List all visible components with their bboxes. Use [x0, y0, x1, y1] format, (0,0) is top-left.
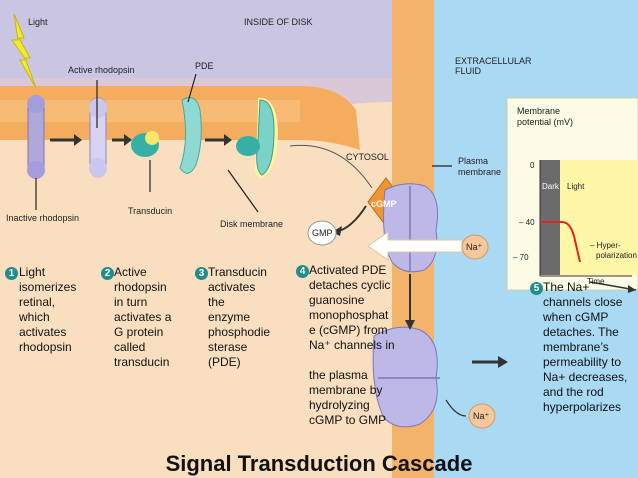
pde-transducin-complex-shape	[236, 97, 278, 179]
cgmp-label: cGMP	[371, 199, 397, 209]
inactive-rhodopsin-label: Inactive rhodopsin	[6, 213, 80, 223]
membrane-potential-curve	[540, 221, 581, 263]
step-1-number: 1	[5, 267, 18, 280]
leader-lines	[35, 73, 452, 213]
step-4-number: 4	[296, 265, 309, 278]
lightning-bolt-icon	[11, 13, 37, 89]
extracellular-label-2: FLUID	[455, 66, 482, 76]
active-rhodopsin-shape	[89, 97, 107, 178]
graph-title-2: potential (mV)	[517, 117, 574, 127]
cytosol-label: CYTOSOL	[346, 152, 389, 162]
transducin-shape	[131, 131, 159, 157]
disk-membrane-label: Disk membrane	[220, 219, 284, 229]
graph-hyper-label-1: – Hyper-	[590, 241, 621, 250]
process-arrows	[50, 134, 232, 146]
pde-to-cgmp-line	[289, 144, 373, 189]
light-label: Light	[28, 17, 48, 27]
extracellular-label-1: EXTRACELLULAR	[455, 56, 532, 66]
pde-label: PDE	[195, 61, 214, 71]
na-plus-label-1: Na⁺	[466, 242, 483, 252]
na-channel-open	[383, 183, 439, 273]
graph-tick-40: – 40	[519, 218, 535, 227]
graph-light-region	[560, 160, 638, 275]
graph-hyper-label-2: polarization	[596, 251, 637, 260]
graph-tick-70: – 70	[513, 253, 529, 262]
na-ion-1	[461, 234, 489, 260]
channel-closing-arrowhead	[405, 320, 415, 330]
na-channel-closed	[372, 326, 440, 428]
step-3-number: 3	[195, 267, 208, 280]
inactive-rhodopsin-shape	[27, 95, 45, 179]
graph-tick-0: 0	[530, 161, 535, 170]
na-plus-label-2: Na⁺	[473, 411, 490, 421]
time-arrowhead	[628, 285, 636, 293]
step-5-number: 5	[530, 282, 543, 295]
active-rhodopsin-label: Active rhodopsin	[68, 65, 135, 75]
disk-interior-region	[0, 0, 392, 78]
plasma-membrane-label-2: membrane	[458, 167, 502, 177]
graph-dark-label: Dark	[542, 182, 559, 191]
graph-time-label: Time	[587, 277, 605, 286]
na-ion-2	[468, 403, 496, 429]
disk-membrane-inner	[0, 100, 300, 122]
graph-title-1: Membrane	[517, 106, 561, 116]
plasma-membrane-label-1: Plasma	[458, 156, 489, 166]
diagram-title: Signal Transduction Cascade	[165, 451, 473, 476]
pde-shape	[179, 97, 202, 174]
step5-arrowhead	[498, 356, 508, 368]
na-out-arrow	[445, 399, 467, 417]
gmp-molecule	[307, 220, 337, 246]
graph-dark-region	[540, 160, 560, 275]
cgmp-to-gmp-arrowhead	[332, 226, 342, 236]
inside-disk-label: INSIDE OF DISK	[244, 17, 313, 27]
graph-light-label: Light	[567, 182, 585, 191]
gmp-label: GMP	[312, 228, 333, 238]
step-2-number: 2	[101, 267, 114, 280]
transducin-label: Transducin	[128, 206, 173, 216]
